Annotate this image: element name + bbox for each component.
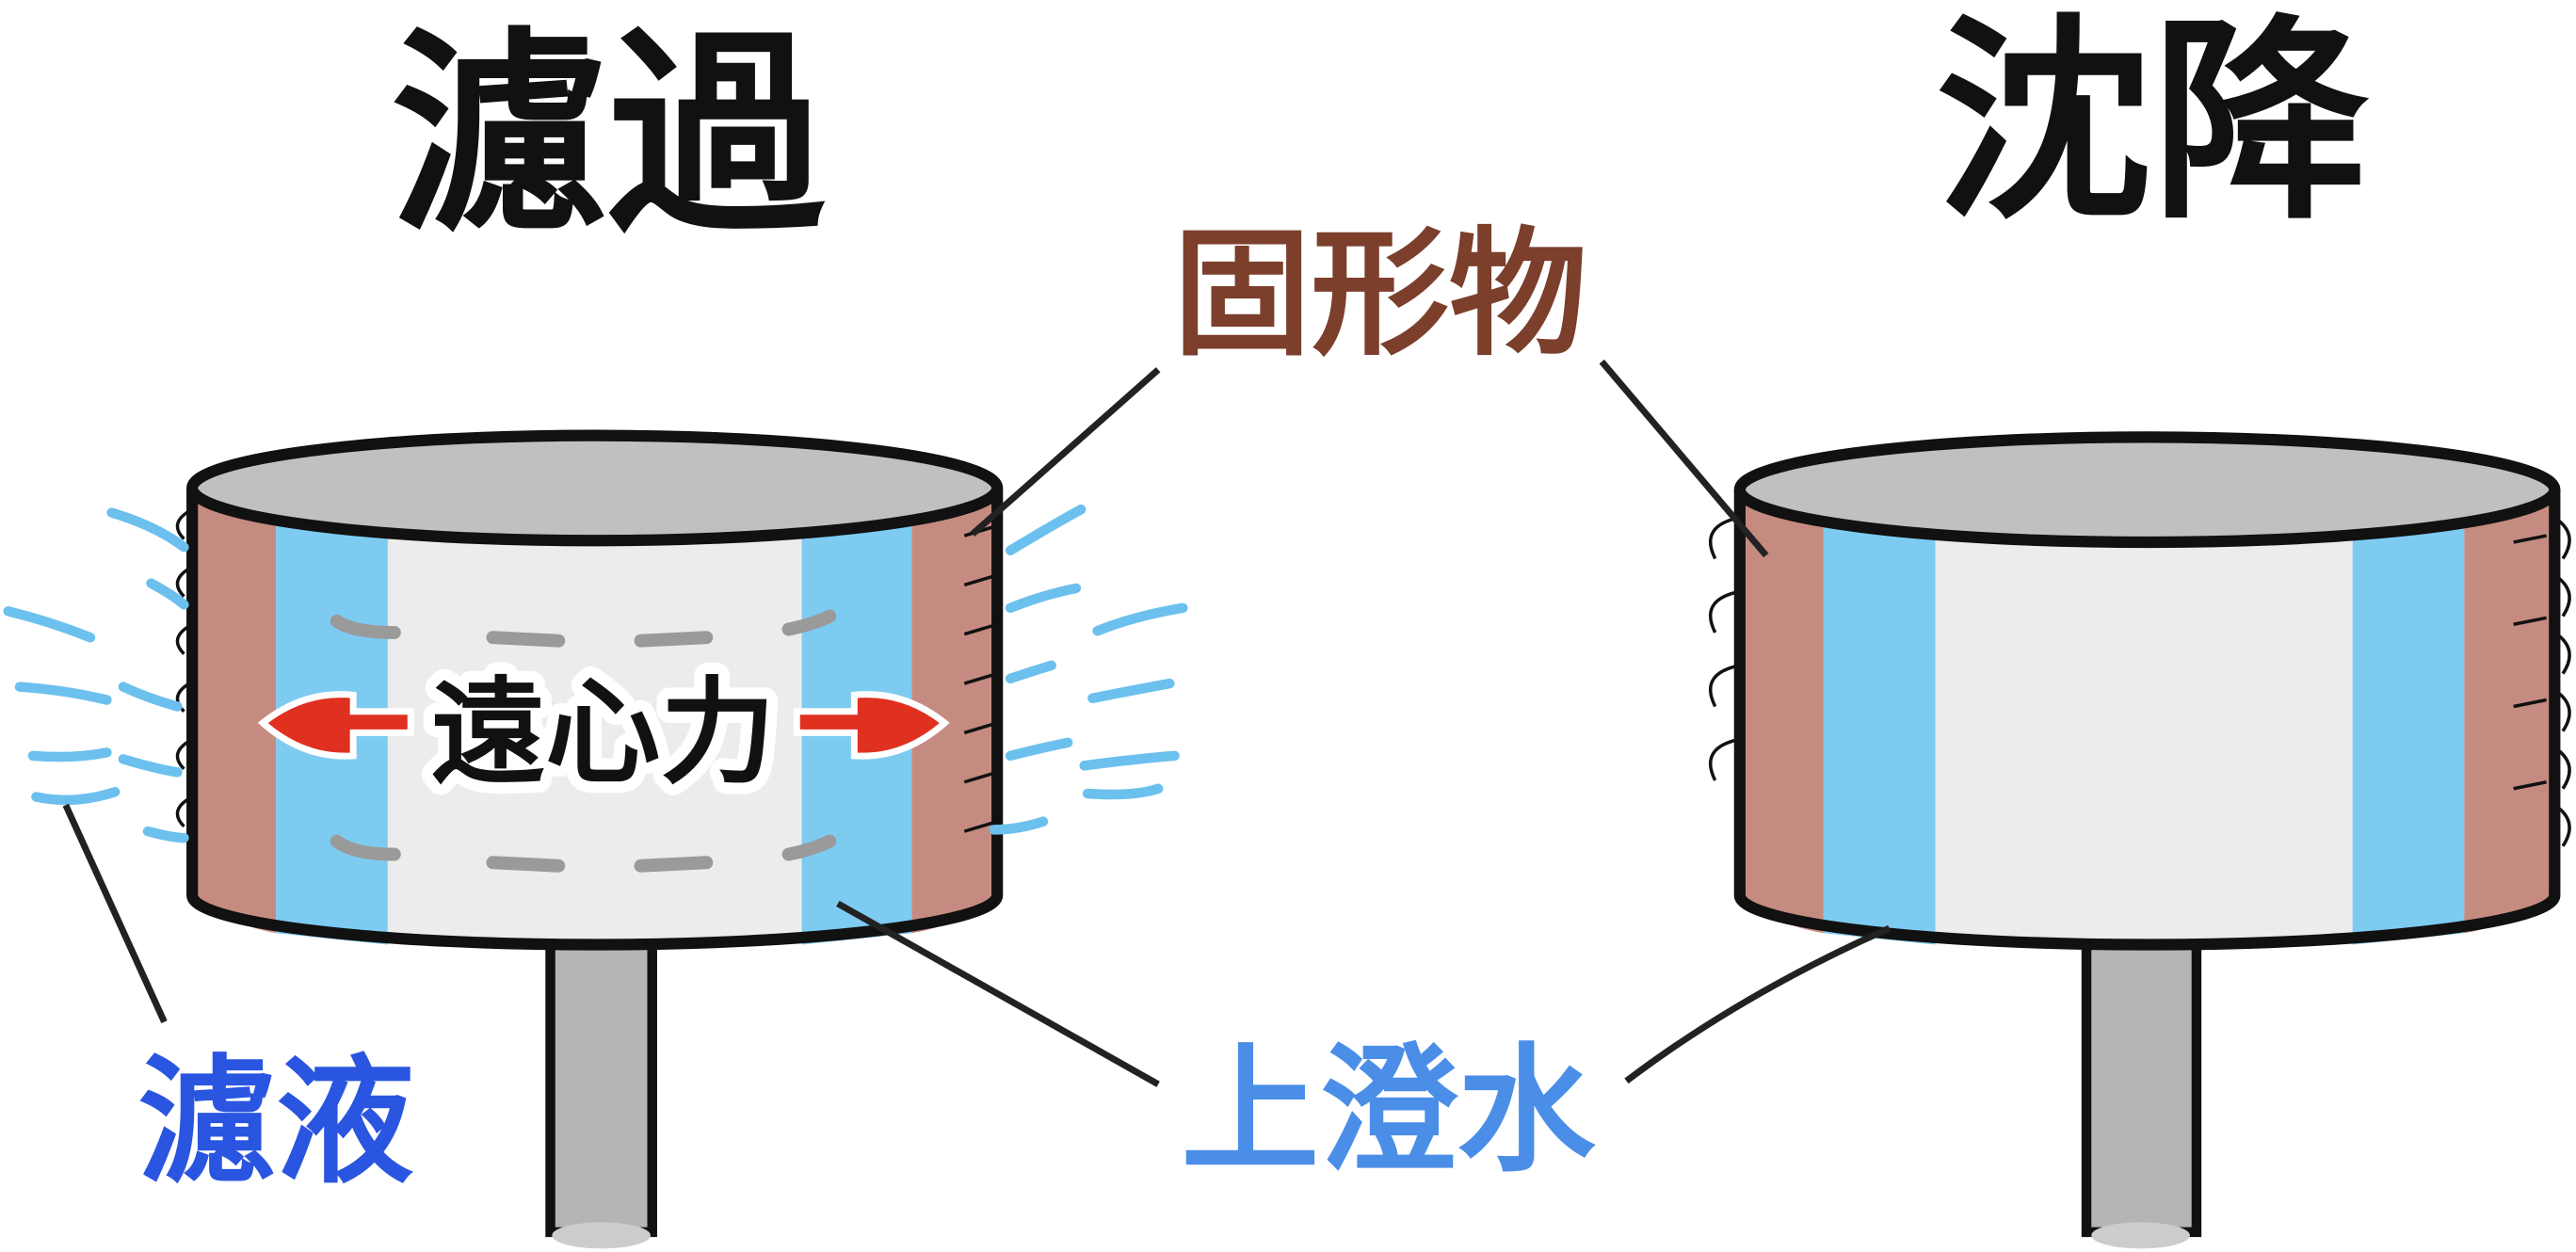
sedimentation-centrifuge — [1709, 431, 2571, 1249]
title-sedimentation: 沈降 — [1935, 0, 2369, 249]
shaft — [545, 915, 657, 1238]
solids-label: 固形物 — [1173, 214, 1587, 375]
title-filtration: 濾過 — [391, 10, 825, 263]
liquid-layer — [2352, 490, 2465, 945]
drum-top — [1733, 431, 2561, 549]
solids-layer — [1739, 490, 1824, 934]
filtrate-spray — [3, 504, 1188, 843]
liquid-layer — [1823, 490, 1936, 945]
shaft — [2081, 915, 2202, 1238]
solids-layer — [192, 488, 277, 934]
centrifugal-arrow-right — [793, 691, 950, 760]
supernatant-label: 上澄水 — [1182, 1030, 1596, 1191]
solids-layer — [911, 488, 998, 934]
filtrate-label: 濾液 — [138, 1042, 414, 1203]
filtration-centrifuge: 遠心力 — [3, 429, 1188, 1249]
centrifugal-force-label: 遠心力 — [430, 666, 775, 799]
drum-top — [186, 429, 1004, 547]
solids-layer — [2464, 490, 2555, 934]
centrifugal-arrow-left — [257, 691, 414, 760]
